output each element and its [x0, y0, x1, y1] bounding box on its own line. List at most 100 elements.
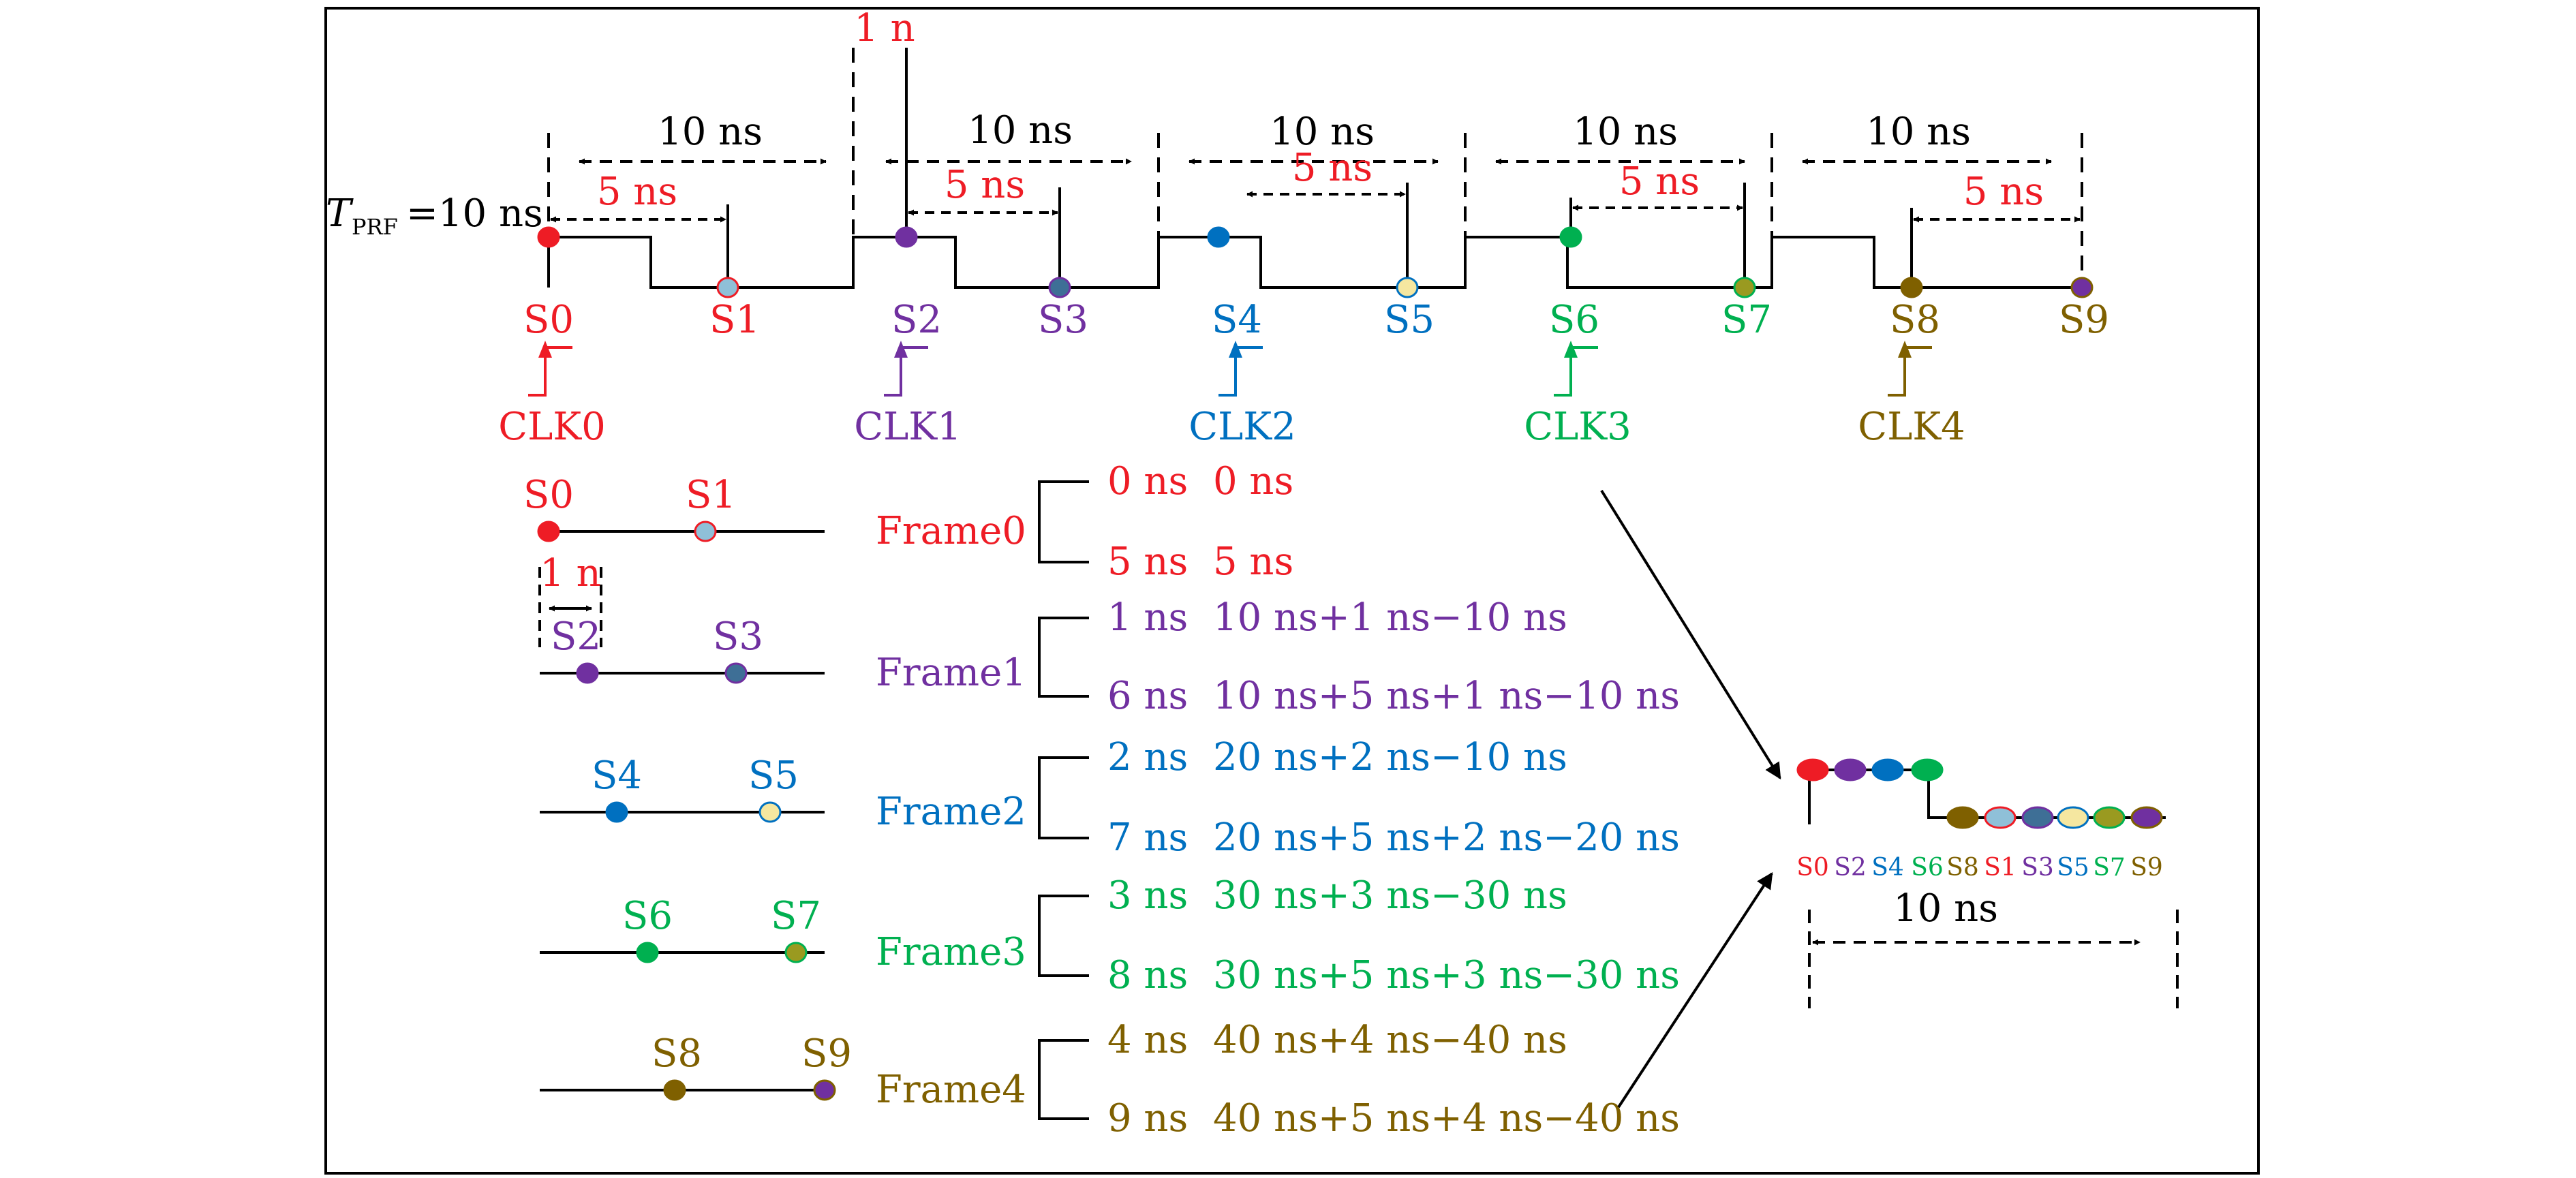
wave-sample-label-s4: S4 — [1212, 298, 1262, 342]
frame-sample-dot-s3 — [724, 662, 748, 684]
result-dot-s4 — [1871, 758, 1904, 781]
frame-sample-dot-s5 — [758, 801, 782, 823]
half-label-1: 5 ns — [945, 163, 1025, 207]
frame-name-2: Frame2 — [876, 790, 1026, 834]
wave-sample-dot-s2 — [895, 226, 918, 248]
result-label-s1: S1 — [1984, 854, 2017, 882]
clock-label-2: CLK2 — [1189, 405, 1296, 449]
period-label-2: 10 ns — [1270, 110, 1375, 154]
frame-bracket-3 — [1038, 895, 1089, 977]
wave-sample-label-s1: S1 — [709, 298, 760, 342]
clock-edge-arrow-3 — [1564, 341, 1578, 358]
frame3-to-result-arrow — [1600, 489, 1781, 780]
frame-row-expr-3-1: 30 ns+5 ns+3 ns−30 ns — [1213, 953, 1680, 997]
frame-name-0: Frame0 — [876, 509, 1026, 553]
result-span-label: 10 ns — [1893, 886, 1998, 931]
result-label-s3: S3 — [2021, 854, 2054, 882]
result-dot-s0 — [1796, 758, 1829, 781]
frame-sample-dot-s9 — [813, 1079, 836, 1101]
wave-sample-dot-s7 — [1733, 277, 1756, 298]
half-label-0: 5 ns — [597, 170, 677, 214]
frame-row-time-1-0: 1 ns — [1107, 595, 1188, 640]
timing-waveform: T PRF =10 ns 10 ns 10 ns 10 ns 10 ns 10 … — [326, 6, 2109, 449]
frame-sample-label-s3: S3 — [713, 615, 763, 659]
wave-sample-dot-s5 — [1396, 277, 1419, 298]
period-label-1: 10 ns — [968, 108, 1073, 153]
frame-row-time-2-1: 7 ns — [1107, 816, 1188, 860]
frame-name-4: Frame4 — [876, 1068, 1026, 1112]
result-dot-s3 — [2021, 806, 2054, 829]
frame-row-time-3-0: 3 ns — [1107, 873, 1188, 918]
pulse-train-line — [549, 236, 2082, 289]
clock-label-3: CLK3 — [1524, 405, 1631, 449]
frame-row-expr-2-1: 20 ns+5 ns+2 ns−20 ns — [1213, 816, 1680, 860]
result-dot-s9 — [2130, 806, 2163, 829]
tprf-subscript: PRF — [352, 214, 398, 240]
frame-name-1: Frame1 — [876, 651, 1026, 695]
frame-sample-dot-s0 — [537, 521, 560, 542]
result-label-s6: S6 — [1911, 854, 1944, 882]
result-label-s8: S8 — [1946, 854, 1979, 882]
tprf-symbol: T — [326, 191, 354, 236]
frame-bracket-1 — [1038, 617, 1089, 698]
frame-bracket-4 — [1038, 1039, 1089, 1120]
clock-edge-arrow-4 — [1898, 341, 1912, 358]
half-label-2: 5 ns — [1292, 146, 1373, 190]
frame-sample-label-s1: S1 — [686, 473, 736, 517]
frame-row-expr-0-0: 0 ns — [1213, 459, 1293, 503]
half-label-3: 5 ns — [1619, 159, 1700, 204]
wave-sample-label-s7: S7 — [1721, 298, 1772, 342]
clock-edge-4 — [1888, 346, 1932, 397]
frame-sample-dot-s2 — [576, 662, 599, 684]
result-label-s7: S7 — [2093, 854, 2126, 882]
frame-row-expr-4-1: 40 ns+5 ns+4 ns−40 ns — [1213, 1096, 1680, 1141]
frame-sample-label-s9: S9 — [801, 1032, 852, 1076]
wave-sample-label-s3: S3 — [1038, 298, 1088, 342]
result-label-s9: S9 — [2130, 854, 2163, 882]
frame-row-time-4-1: 9 ns — [1107, 1096, 1188, 1141]
wave-sample-dot-s0 — [537, 226, 560, 248]
result-label-s2: S2 — [1834, 854, 1867, 882]
frame4-to-result-arrow — [1617, 871, 1773, 1109]
clock-edge-arrow-0 — [538, 341, 552, 358]
wave-sample-label-s9: S9 — [2059, 298, 2109, 342]
clock-label-1: CLK1 — [854, 405, 962, 449]
frame-row-time-0-0: 0 ns — [1107, 459, 1188, 503]
clock-edge-1 — [884, 346, 928, 397]
frame-row-expr-4-0: 40 ns+4 ns−40 ns — [1213, 1018, 1567, 1062]
frame-row-expr-0-1: 5 ns — [1213, 540, 1293, 584]
wave-sample-dot-s3 — [1048, 277, 1071, 298]
result-dot-s2 — [1834, 758, 1867, 781]
clock-label-0: CLK0 — [498, 405, 606, 449]
tprf-value: =10 ns — [406, 191, 543, 236]
frame-bracket-0 — [1038, 480, 1089, 563]
frame-row-time-4-0: 4 ns — [1107, 1018, 1188, 1062]
frame-row-expr-2-0: 20 ns+2 ns−10 ns — [1213, 735, 1567, 779]
result-label-s4: S4 — [1871, 854, 1904, 882]
frame-row-time-3-1: 8 ns — [1107, 953, 1188, 997]
wave-sample-label-s0: S0 — [523, 298, 574, 342]
frame-sample-label-s8: S8 — [651, 1032, 702, 1076]
frame-sample-dot-s7 — [784, 942, 808, 963]
frame-sample-dot-s4 — [605, 801, 628, 823]
wave-sample-dot-s6 — [1559, 226, 1582, 248]
clock-edge-2 — [1218, 346, 1263, 397]
frame-row-time-1-1: 6 ns — [1107, 674, 1188, 718]
frame-row-time-2-0: 2 ns — [1107, 735, 1188, 779]
result-dot-s7 — [2093, 806, 2126, 829]
result-dot-s6 — [1911, 758, 1944, 781]
wave-sample-label-s5: S5 — [1384, 298, 1435, 342]
half-label-4: 5 ns — [1963, 170, 2044, 214]
frame-sample-label-s4: S4 — [592, 754, 642, 798]
frame-sample-dot-s1 — [694, 521, 717, 542]
wave-sample-label-s2: S2 — [891, 298, 942, 342]
offset-label-top: 1 n — [854, 6, 915, 50]
wave-sample-dot-s8 — [1900, 277, 1923, 298]
frame-sample-label-s7: S7 — [771, 894, 821, 938]
clock-edge-arrow-2 — [1229, 341, 1242, 358]
period-label-4: 10 ns — [1866, 110, 1971, 154]
